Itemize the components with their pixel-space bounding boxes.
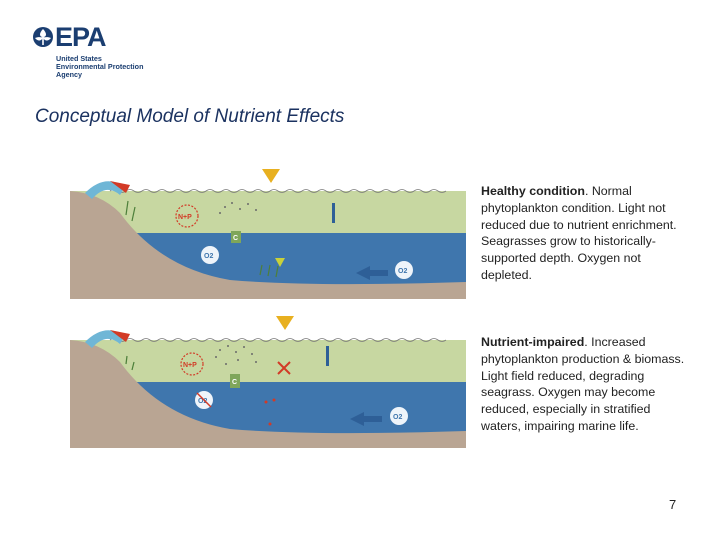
deep-water — [130, 382, 466, 436]
healthy-heading: Healthy condition — [481, 184, 585, 198]
oxygen-bubble-right — [390, 407, 408, 425]
agency-line-1: United States — [56, 54, 102, 63]
dead-organisms — [264, 398, 276, 426]
impaired-body: . Increased phytoplankton production & b… — [481, 335, 685, 433]
current-arrow — [350, 412, 382, 426]
oxygen-bubble-right — [395, 261, 413, 279]
surface-water — [70, 191, 466, 233]
oxygen-label-left: O2 — [204, 253, 213, 260]
chlorophyll-label: C — [233, 235, 238, 242]
chlorophyll-marker — [230, 374, 240, 388]
agency-line-2: Environmental Protection — [56, 61, 144, 71]
impaired-heading: Nutrient-impaired — [481, 335, 585, 349]
nutrient-arrow — [110, 181, 130, 193]
river-inflow — [85, 181, 125, 199]
page-title: Conceptual Model of Nutrient Effects — [35, 106, 345, 127]
nutrients-circle — [180, 352, 204, 376]
sediment — [70, 191, 466, 299]
measurement-probe — [332, 203, 335, 223]
sunlight-prism-icon — [262, 169, 280, 183]
epa-agency-name: United States Environmental Protection A… — [56, 55, 143, 78]
sediment — [70, 340, 466, 448]
epa-logo: EPA United States Environmental Protecti… — [32, 22, 172, 80]
nutrient-impaired-diagram: N+P C O2 O2 — [70, 312, 466, 448]
oxygen-label-right: O2 — [393, 414, 402, 421]
healthy-condition-diagram: N+P C O2 O2 — [70, 163, 466, 299]
oxygen-label-right: O2 — [398, 268, 407, 275]
nutrients-label: N+P — [178, 214, 192, 221]
chlorophyll-label: C — [232, 379, 237, 386]
oxygen-depleted-icon — [196, 392, 212, 408]
page-number: 7 — [669, 497, 677, 512]
wave-line — [109, 189, 447, 193]
light-blocked-icon — [277, 361, 291, 375]
measurement-probe — [326, 346, 329, 366]
oxygen-label-left: O2 — [198, 398, 207, 405]
nutrients-circle — [175, 204, 199, 228]
river-inflow — [85, 330, 125, 348]
impaired-description: Nutrient-impaired. Increased phytoplankt… — [481, 334, 691, 435]
chlorophyll-marker — [231, 231, 241, 243]
epa-flower-icon — [33, 27, 53, 47]
epa-wordmark: EPA — [55, 22, 107, 52]
wave-line — [109, 338, 447, 342]
phytoplankton — [219, 202, 257, 214]
light-arrow — [275, 258, 285, 267]
oxygen-bubble-left — [201, 246, 219, 264]
seagrass — [125, 355, 135, 371]
healthy-description: Healthy condition. Normal phytoplankton … — [481, 183, 691, 284]
surface-water — [70, 340, 466, 382]
sunlight-prism-icon — [276, 316, 294, 330]
current-arrow — [356, 266, 388, 280]
agency-line-3: Agency — [56, 69, 82, 79]
nutrient-arrow — [110, 330, 130, 342]
nutrients-label: N+P — [183, 362, 197, 369]
seagrass — [125, 200, 279, 278]
healthy-body: . Normal phytoplankton condition. Light … — [481, 184, 677, 282]
phytoplankton — [215, 345, 257, 365]
